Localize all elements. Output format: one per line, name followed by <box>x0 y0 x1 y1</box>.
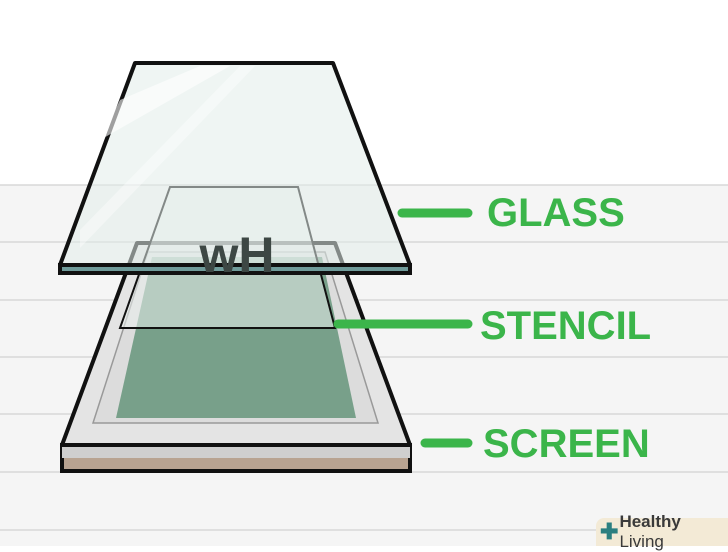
watermark-bold: Healthy <box>619 512 681 531</box>
stencil-text: wH <box>199 227 275 283</box>
watermark-rest: Living <box>619 532 664 551</box>
leader-lines <box>333 208 473 448</box>
label-stencil: STENCIL <box>480 304 651 348</box>
glass-layer <box>58 61 412 275</box>
label-screen: SCREEN <box>483 422 650 466</box>
watermark-badge: ✚ Healthy Living <box>596 512 728 551</box>
label-glass: GLASS <box>487 191 625 235</box>
plus-leaf-icon: ✚ <box>600 519 619 544</box>
